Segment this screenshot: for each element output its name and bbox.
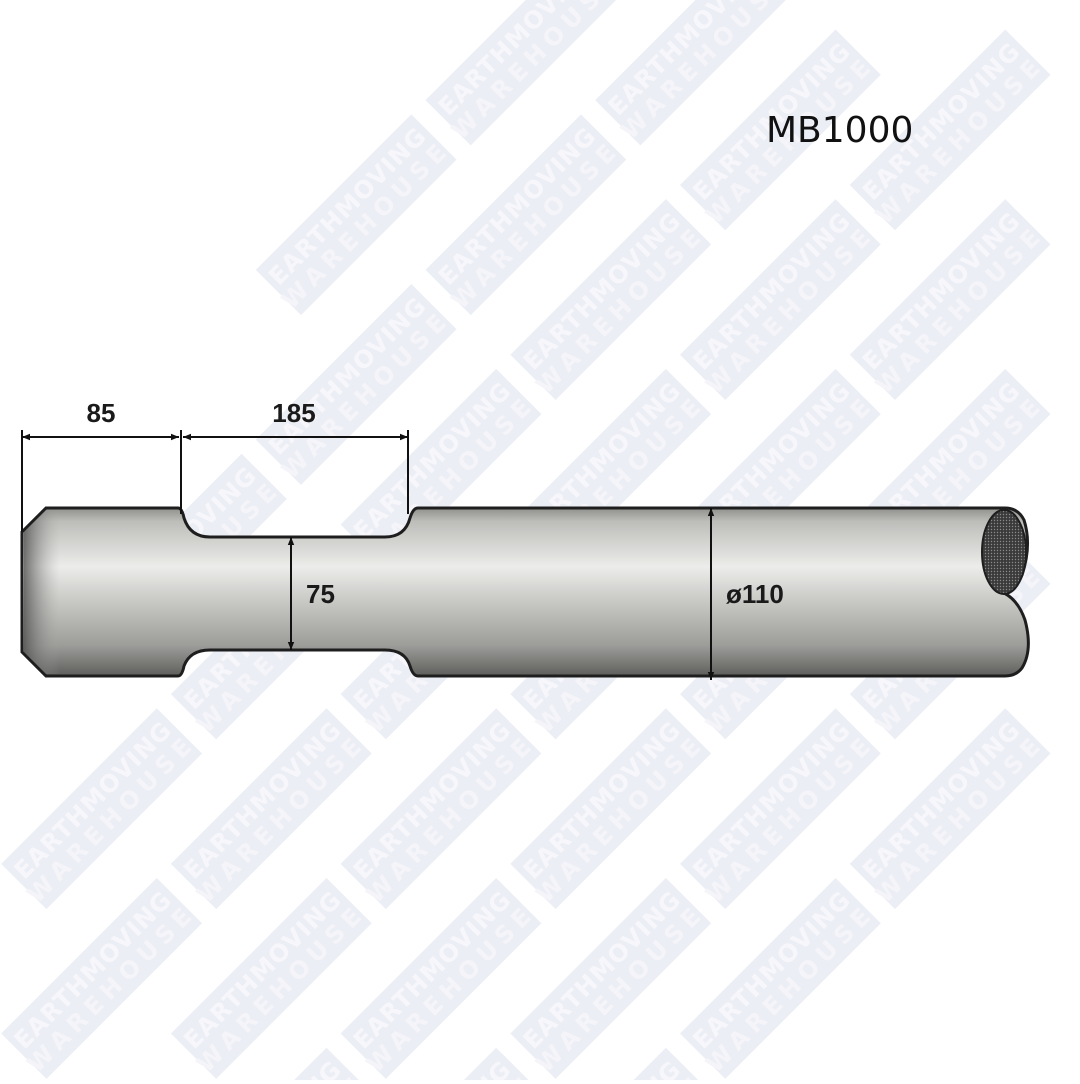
shank-outline [20,506,1030,678]
model-title: MB1000 [766,110,914,151]
dim-label-185: 185 [272,398,315,428]
shank-end-shade [24,510,60,674]
dimensions [21,430,715,680]
chisel-shank [20,506,1030,678]
dim-label-75: 75 [306,579,335,609]
cross-section-hatch [981,509,1027,595]
dim-label-110: ø110 [726,579,784,609]
dim-label-85: 85 [87,398,116,428]
dimension-labels: 85 185 75 ø110 [87,398,784,609]
